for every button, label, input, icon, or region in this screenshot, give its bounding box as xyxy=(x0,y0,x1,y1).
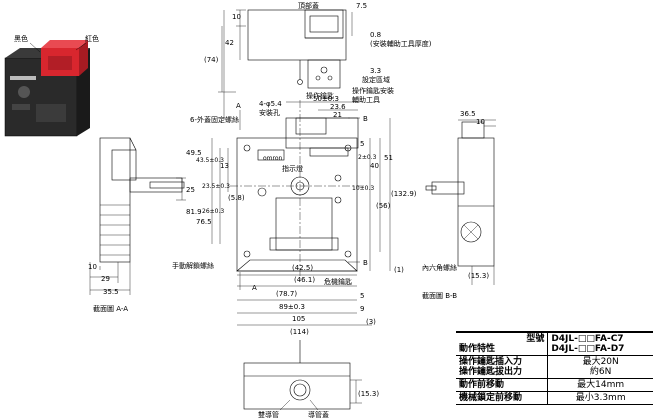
model-cell: D4JL-□□FA-C7 D4JL-□□FA-D7 xyxy=(547,331,653,356)
key-install-label: 操作鑰匙安裝 xyxy=(352,86,394,95)
dim-10: 10 xyxy=(232,13,241,21)
dim-81-9: 81.9 xyxy=(186,208,202,216)
screw-hole-label: 4-φ5.4 xyxy=(259,100,282,108)
caption-bb: 截面圖 B-B xyxy=(422,291,457,300)
section-b-b xyxy=(425,119,496,285)
bottom-view xyxy=(243,340,362,411)
model-c7: D4JL-□□FA-C7 xyxy=(551,334,624,344)
spec-row-label: 機械鎖定前移動 xyxy=(456,391,548,405)
spec-row-value: 最大14mm xyxy=(547,378,653,392)
model-d7: D4JL-□□FA-D7 xyxy=(551,344,625,354)
spec-table: 型號 動作特性 D4JL-□□FA-C7 D4JL-□□FA-D7 操作鑰匙插入… xyxy=(456,331,653,405)
product-photo xyxy=(4,40,90,137)
dim-43-5: 43.5±0.3 xyxy=(196,157,224,164)
spec-header-cell: 型號 動作特性 xyxy=(456,331,548,356)
top-cover-label: 頂部蓋 xyxy=(298,1,319,10)
spec-row: 動作前移動 最大14mm xyxy=(456,378,653,392)
dim-13: 13 xyxy=(220,162,229,170)
dim-46-1: (46.1) xyxy=(294,276,315,284)
dim-10-03: 10±0.3 xyxy=(352,185,374,192)
front-view xyxy=(230,9,365,290)
dim-23-5: 23.5±0.3 xyxy=(202,183,230,190)
dim-bb-36-5: 36.5 xyxy=(460,110,476,118)
manual-screw-label: 手動解鎖螺絲 xyxy=(172,261,214,270)
dim-9: 9 xyxy=(360,305,364,313)
assist-tool-label: 輔助工具 xyxy=(352,95,380,104)
danger-screw-label: 危機鑰匙 xyxy=(324,277,352,286)
dim-aa-10: 10 xyxy=(88,263,97,271)
dim-bottom-15-3: (15.3) xyxy=(358,390,379,398)
hex-bolt-label: 內六角螺絲 xyxy=(422,263,457,272)
dim-49-5: 49.5 xyxy=(186,149,202,157)
indicator-label: 指示燈 xyxy=(282,164,303,173)
dim-76-5: 76.5 xyxy=(196,218,212,226)
tool-setting-label: 設定區域 xyxy=(362,75,390,84)
dim-74: (74) xyxy=(204,56,219,64)
brand-mark: omron xyxy=(263,155,283,162)
spec-row: 操作鑰匙插入力 操作鑰匙拔出力 最大20N 約6N xyxy=(456,355,653,379)
section-b-bottom: B xyxy=(363,259,368,267)
dim-aa-29: 29 xyxy=(101,275,110,283)
model-header: 型號 xyxy=(526,334,545,344)
dim-50: 50±0.3 xyxy=(313,95,339,103)
dim-5-top: 5 xyxy=(360,140,364,148)
spec-row-label: 操作鑰匙插入力 操作鑰匙拔出力 xyxy=(456,355,548,379)
dim-56: (56) xyxy=(376,202,391,210)
dim-7-5: 7.5 xyxy=(356,2,367,10)
front-dimension-lines xyxy=(211,9,391,326)
feature-header: 動作特性 xyxy=(459,344,496,354)
dim-3: (3) xyxy=(366,318,376,326)
conduit-label: 雙導管 xyxy=(258,410,279,419)
dim-26: 26±0.3 xyxy=(202,208,224,215)
dim-51: 51 xyxy=(384,154,393,162)
section-a-bottom: A xyxy=(252,284,257,292)
label-black: 黑色 xyxy=(14,34,28,43)
label-red: 紅色 xyxy=(85,34,99,43)
spec-row-label: 動作前移動 xyxy=(456,378,548,392)
spec-row-value: 最小3.3mm xyxy=(547,391,653,405)
dim-5-bottom: 5 xyxy=(360,292,364,300)
dim-132-9: (132.9) xyxy=(391,190,417,198)
dim-114: (114) xyxy=(290,328,309,336)
dim-5-8: (5.8) xyxy=(228,194,245,202)
dim-105: 105 xyxy=(292,315,305,323)
dim-21: 21 xyxy=(333,111,342,119)
dim-0-8: 0.8 xyxy=(370,31,381,39)
section-b-top: B xyxy=(363,115,368,123)
dim-40: 40 xyxy=(370,162,379,170)
lead-label: 導管蓋 xyxy=(308,410,329,419)
dim-42: 42 xyxy=(225,39,234,47)
dim-1: (1) xyxy=(394,266,404,274)
dim-bb-10: 10 xyxy=(476,118,485,126)
dim-78-7: (78.7) xyxy=(276,290,297,298)
hex-screw-label: 6-外蓋固定螺絲 xyxy=(190,115,239,124)
caption-aa: 截面圖 A-A xyxy=(93,304,128,313)
section-a-top: A xyxy=(236,102,241,110)
section-a-a xyxy=(89,137,186,295)
dim-89: 89±0.3 xyxy=(279,303,305,311)
dim-aa-35: 35.5 xyxy=(103,288,119,296)
dim-bb-15-3: (15.3) xyxy=(468,272,489,280)
dim-23-6: 23.6 xyxy=(330,103,346,111)
mounting-hole-label: 安裝孔 xyxy=(259,108,280,117)
dim-2: 2±0.3 xyxy=(358,154,377,161)
operating-key-label: 操作鑰匙 xyxy=(306,91,334,100)
tool-thickness-label: (安裝輔助工具厚度) xyxy=(370,39,432,48)
spec-row: 機械鎖定前移動 最小3.3mm xyxy=(456,391,653,405)
dim-aa-25: 25 xyxy=(186,186,195,194)
spec-row-value: 最大20N 約6N xyxy=(547,355,653,379)
dim-3-3: 3.3 xyxy=(370,67,381,75)
dim-42-5: (42.5) xyxy=(292,264,313,272)
